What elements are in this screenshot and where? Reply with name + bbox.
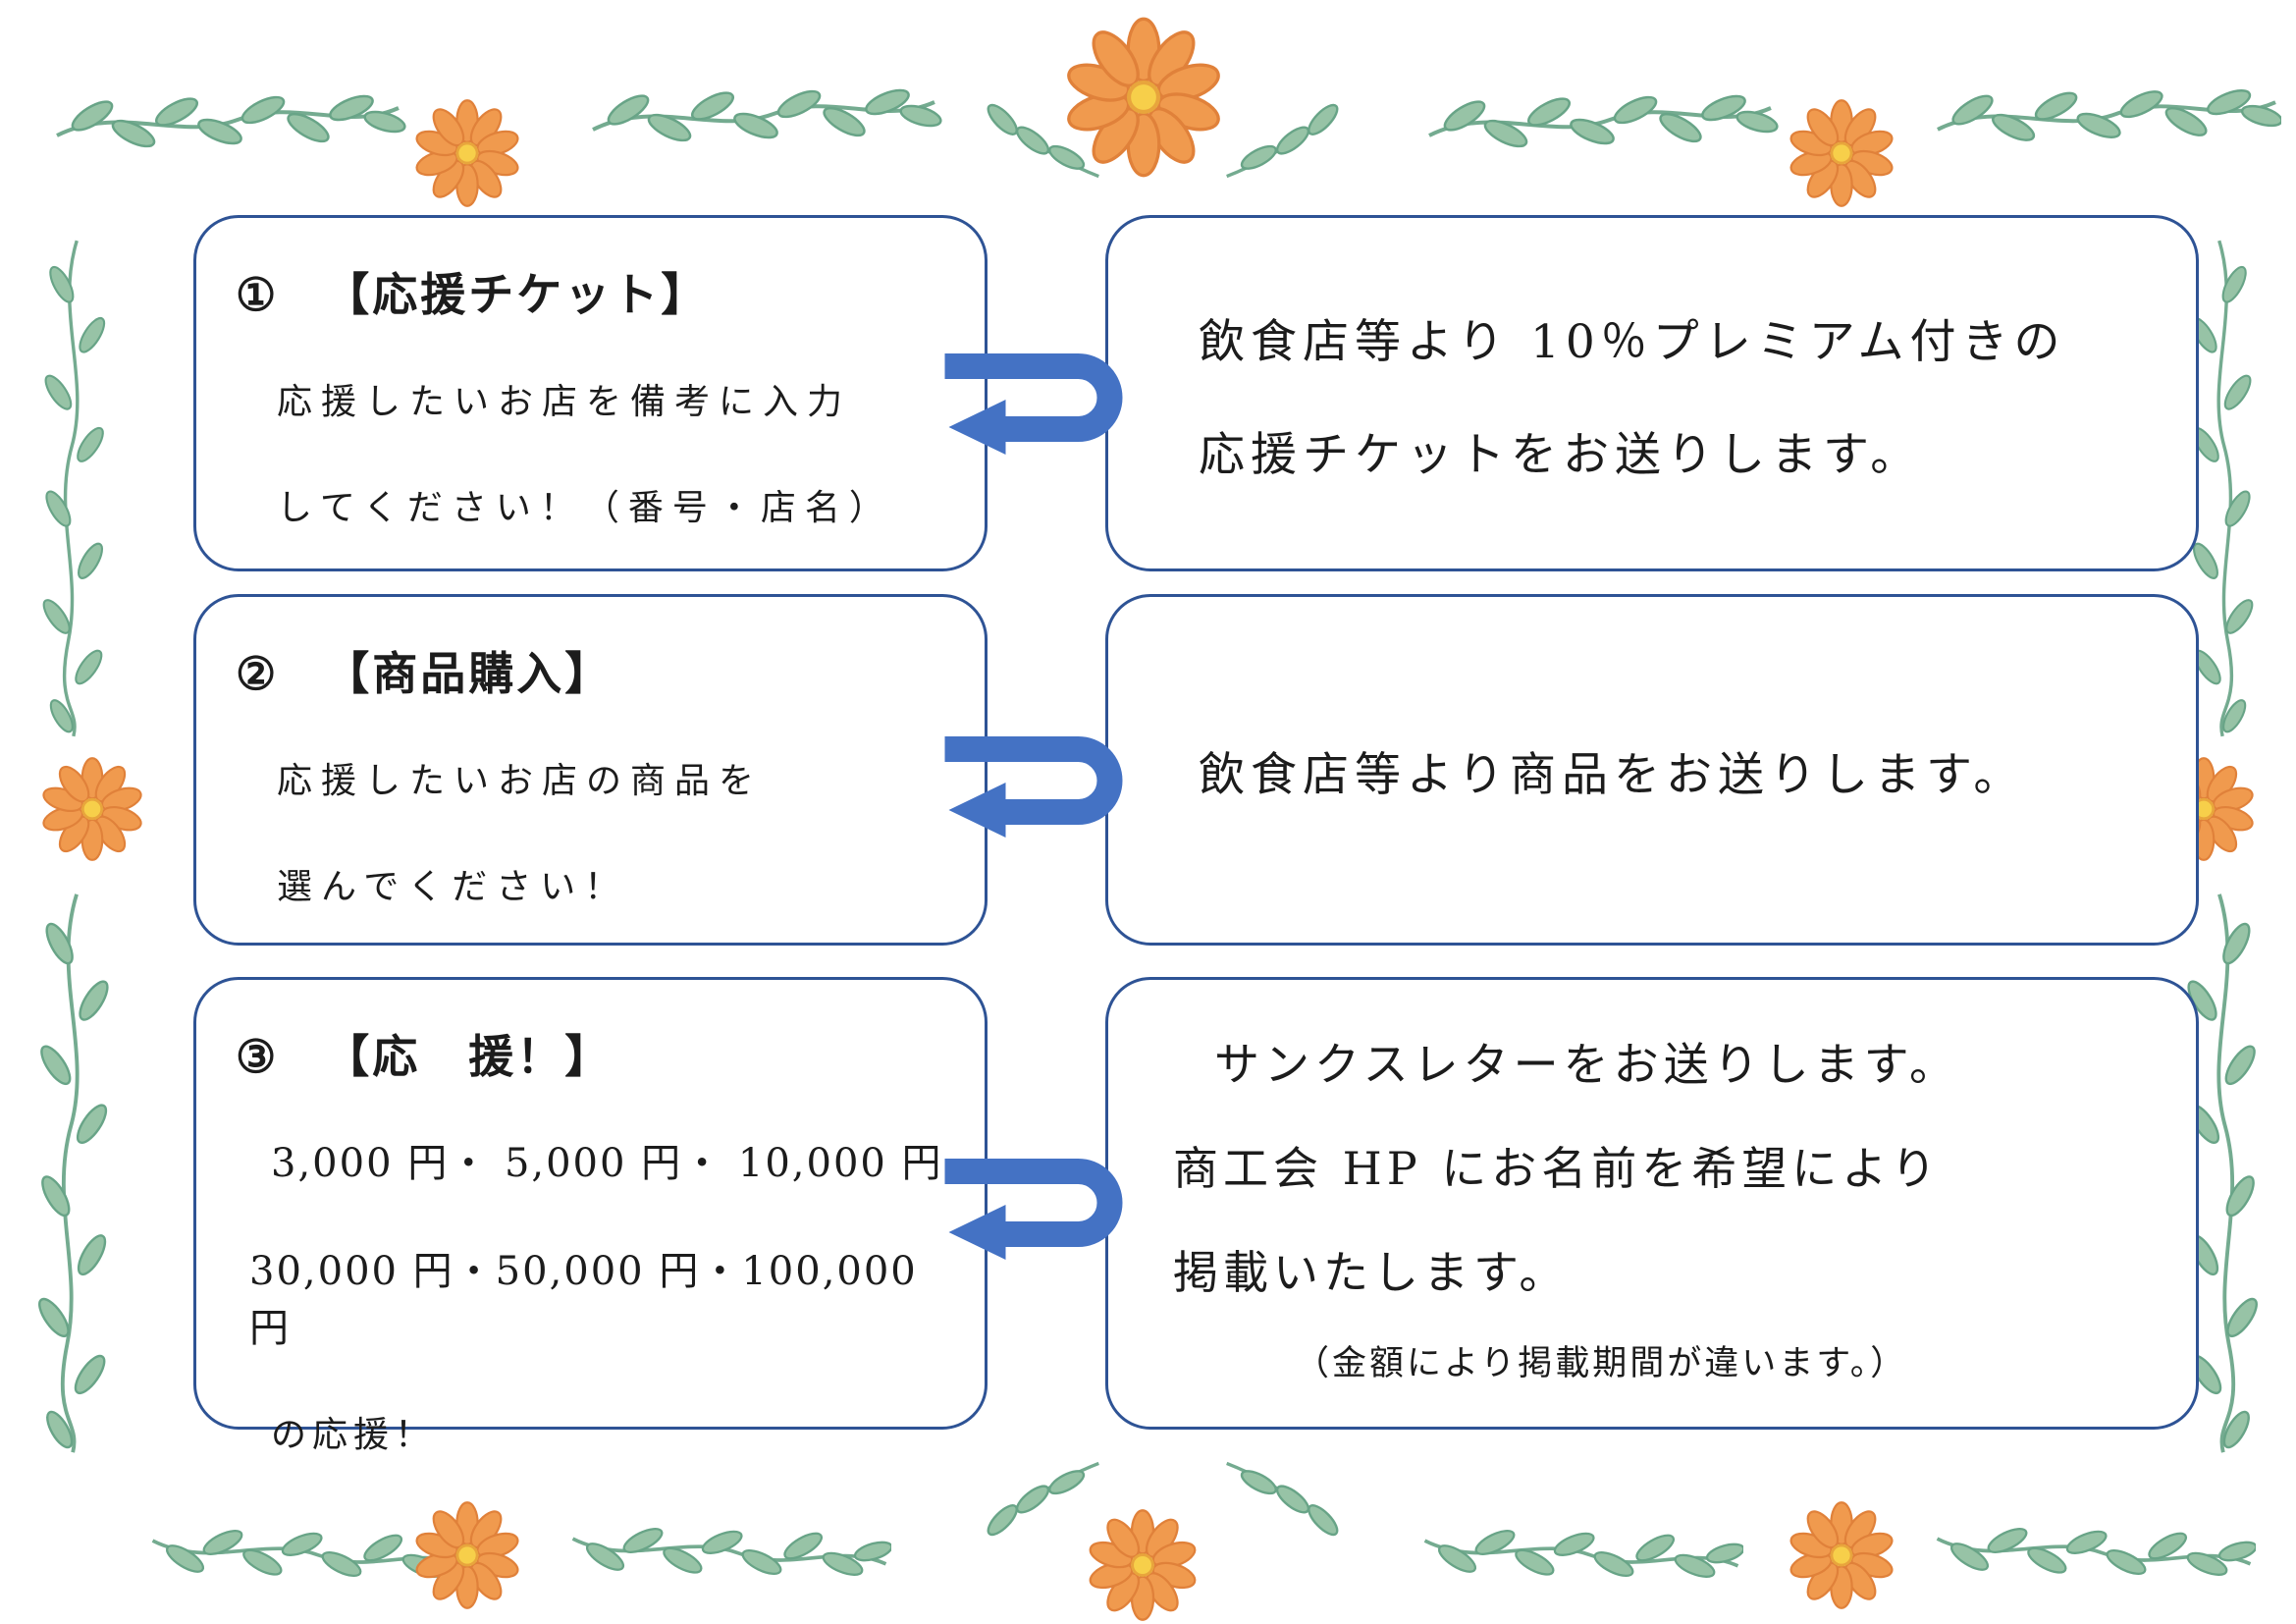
flower-icon (1086, 1508, 1200, 1622)
flower-icon (1787, 1500, 1896, 1610)
flower-icon (412, 1500, 522, 1610)
step-3-title-text: 【応 援！】 (324, 1030, 614, 1083)
step-1-body-line: してください！（番号・店名） (277, 488, 893, 528)
result-3-box: サンクスレターをお送りします。 商工会 HP にお名前を希望により 掲載いたしま… (1105, 977, 2199, 1430)
sprig-icon (1219, 1455, 1342, 1542)
sprig-icon (984, 98, 1106, 185)
step-3-box: ③ 【応 援！】 3,000 円・ 5,000 円・ 10,000 円 30,0… (193, 977, 988, 1455)
step-3-amount-line: 3,000 円・ 5,000 円・ 10,000 円 (271, 1141, 943, 1186)
vine-icon (567, 65, 960, 167)
flower-icon (1062, 16, 1225, 179)
result-3-line: サンクスレターをお送りします。 (1214, 1038, 1960, 1091)
result-3-note: （金額により掲載期間が違います。） (1295, 1344, 1908, 1383)
step-1-title-text: 【応援チケット】 (324, 268, 710, 321)
flower-icon (412, 98, 522, 208)
result-1-box: 飲食店等より 10％プレミアム付きの 応援チケットをお送りします。 (1105, 215, 2199, 571)
u-turn-arrow (940, 339, 1142, 457)
sprig-icon (1219, 98, 1342, 185)
step-2-body-line: 応援したいお店の商品を (277, 761, 764, 801)
vine-icon (1932, 65, 2281, 167)
result-2-line: 飲食店等より商品をお送りします。 (1199, 747, 2026, 802)
step-3-number: ③ (236, 1030, 280, 1083)
step-1-body-line: 応援したいお店を備考に入力 (277, 382, 852, 422)
step-1-box: ① 【応援チケット】 応援したいお店を備考に入力 してください！（番号・店名） (193, 215, 988, 571)
step-2-title-text: 【商品購入】 (324, 647, 614, 700)
step-2-body-line: 選んでください！ (277, 867, 629, 907)
result-1-line: 応援チケットをお送りします。 (1199, 427, 1923, 482)
result-3-line: 掲載いたします。 (1173, 1246, 1570, 1299)
vine-icon (1419, 71, 1781, 173)
flower-icon (39, 756, 145, 862)
u-turn-arrow (940, 1144, 1142, 1262)
vine-icon (29, 889, 128, 1458)
step-1-number: ① (236, 268, 280, 321)
u-turn-arrow (940, 722, 1142, 839)
vine-icon (567, 1502, 891, 1600)
result-3-line: 商工会 HP にお名前を希望により (1173, 1142, 1942, 1195)
step-2-title: ② 【商品購入】 (236, 638, 961, 703)
step-3-title: ③ 【応 援！】 (236, 1021, 961, 1086)
step-2-number: ② (236, 647, 280, 700)
step-3-body-line: の応援！ (271, 1415, 437, 1455)
flower-icon (1787, 98, 1896, 208)
vine-icon (1419, 1504, 1743, 1602)
vine-icon (147, 1504, 471, 1602)
result-1-line: 飲食店等より 10％プレミアム付きの (1199, 314, 2066, 369)
vine-icon (1932, 1502, 2256, 1600)
result-2-box: 飲食店等より商品をお送りします。 (1105, 594, 2199, 946)
vine-icon (29, 236, 128, 741)
step-3-amount-line: 30,000 円・50,000 円・100,000 円 (249, 1249, 918, 1351)
step-1-title: ① 【応援チケット】 (236, 259, 961, 324)
step-2-box: ② 【商品購入】 応援したいお店の商品を 選んでください！ (193, 594, 988, 946)
sprig-icon (984, 1455, 1106, 1542)
vine-icon (47, 71, 408, 173)
